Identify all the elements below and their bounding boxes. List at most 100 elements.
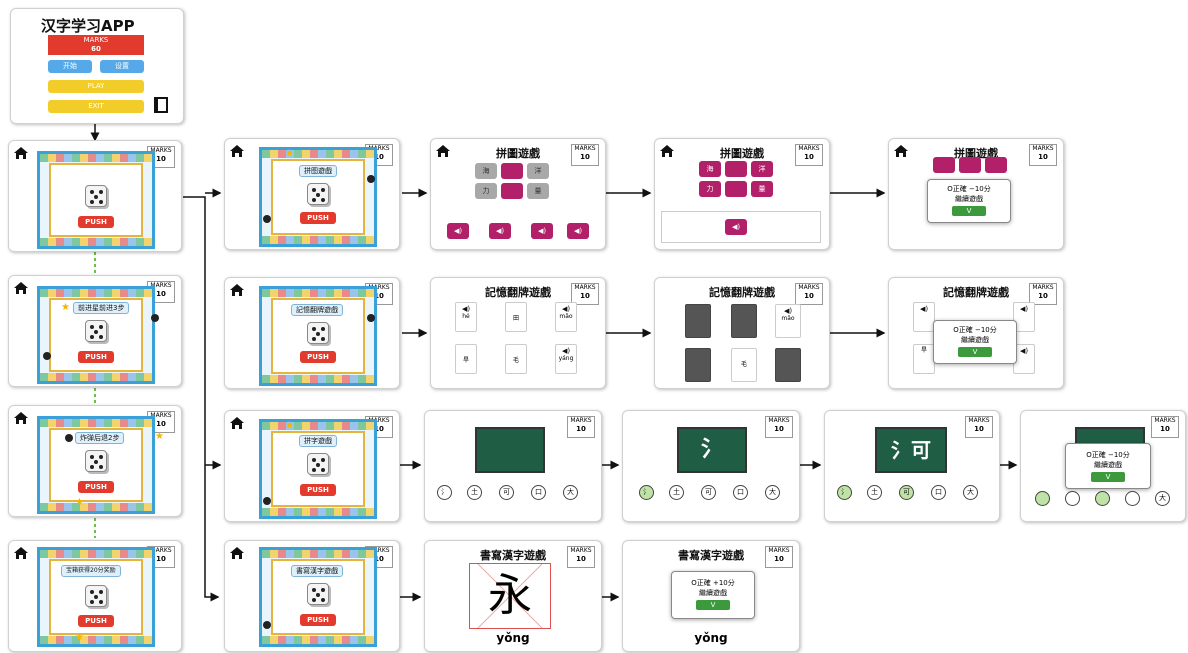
result-popup: O正確 −10分 繼續遊戲 V [927,179,1011,223]
push-button[interactable]: PUSH [78,615,114,627]
memory-card[interactable]: ◀)hé [455,302,477,332]
memory-card-facedown[interactable] [731,304,757,338]
option-button[interactable]: 口 [931,485,946,500]
speaker-piece[interactable]: ◀) [447,223,469,239]
home-icon[interactable] [230,417,244,429]
game-label: 記憶翻牌遊戲 [291,304,343,316]
dice-icon[interactable] [307,583,329,605]
puzzle-piece[interactable]: 量 [751,181,773,197]
dice-icon[interactable] [307,453,329,475]
dice-icon[interactable] [85,185,107,207]
memory-card-facedown[interactable] [685,348,711,382]
dice-icon[interactable] [307,183,329,205]
speaker-piece[interactable]: ◀) [567,223,589,239]
memory-card-facedown[interactable] [775,348,801,382]
push-button[interactable]: PUSH [300,212,336,224]
option-button[interactable]: 大 [563,485,578,500]
star-icon: ★ [61,303,70,313]
puzzle-screen-1: 拼圖遊戲 MARKS10 海 洋 力 量 ◀) ◀) ◀) ◀) [430,138,606,250]
confirm-button[interactable]: V [958,347,992,357]
option-button[interactable]: 可 [499,485,514,500]
confirm-button[interactable]: V [1091,472,1125,482]
push-button[interactable]: PUSH [300,484,336,496]
game-label: 書寫漢字遊戲 [291,565,343,577]
marks-label: MARKS [1032,284,1053,291]
exit-button[interactable]: EXIT [48,100,144,113]
play-button[interactable]: PLAY [48,80,144,93]
puzzle-piece[interactable]: 海 [475,163,497,179]
dice-icon[interactable] [85,450,107,472]
speaker-piece[interactable]: ◀) [489,223,511,239]
memory-card[interactable]: ◀)mǎo [555,302,577,332]
memory-card[interactable]: 旱 [455,344,477,374]
dice-icon[interactable] [85,585,107,607]
home-icon[interactable] [14,282,28,294]
review-button[interactable]: 设置 [100,60,144,73]
marks-value: 10 [572,153,598,161]
exit-door-icon[interactable] [154,97,168,113]
push-button[interactable]: PUSH [78,216,114,228]
puzzle-piece[interactable] [501,183,523,199]
learn-button[interactable]: 开始 [48,60,92,73]
puzzle-piece[interactable] [725,161,747,177]
home-icon[interactable] [230,145,244,157]
speaker-piece[interactable]: ◀) [725,219,747,235]
speaker-piece[interactable]: ◀) [531,223,553,239]
option-button[interactable]: 土 [669,485,684,500]
puzzle-piece[interactable]: 力 [699,181,721,197]
push-button[interactable]: PUSH [300,351,336,363]
home-icon[interactable] [14,147,28,159]
option-button[interactable]: 土 [467,485,482,500]
game-label: 拼图遊戲 [299,165,337,177]
marks-value: 60 [48,45,144,54]
puzzle-piece[interactable]: 洋 [527,163,549,179]
chalk-char-left: 氵 [891,438,911,462]
puzzle-piece[interactable] [501,163,523,179]
home-icon[interactable] [230,547,244,559]
memory-card[interactable]: ◀)mǎo [775,304,801,338]
dice-icon[interactable] [307,322,329,344]
home-icon[interactable] [14,547,28,559]
home-icon[interactable] [14,412,28,424]
push-button[interactable]: PUSH [78,351,114,363]
option-button[interactable]: 口 [733,485,748,500]
puzzle-piece[interactable] [725,181,747,197]
bomb-icon [151,314,159,322]
option-button[interactable]: 口 [531,485,546,500]
puzzle-piece[interactable]: 力 [475,183,497,199]
card-text: mǎo [781,315,794,322]
memory-card: 旱 [913,344,935,374]
puzzle-piece[interactable]: 量 [527,183,549,199]
option-button[interactable]: 氵 [837,485,852,500]
push-button[interactable]: PUSH [300,614,336,626]
home-icon[interactable] [230,284,244,296]
star-icon: ★ [285,421,294,431]
marks-value: 10 [796,153,822,161]
puzzle-piece[interactable]: 洋 [751,161,773,177]
option-button[interactable]: 土 [867,485,882,500]
option-button[interactable]: 可 [701,485,716,500]
option-button[interactable]: 氵 [639,485,654,500]
marks-box: MARKS10 [1151,416,1179,438]
star-icon: ★ [155,432,164,442]
memory-card[interactable]: 毛 [505,344,527,374]
puzzle-piece[interactable]: 海 [699,161,721,177]
push-button[interactable]: PUSH [78,481,114,493]
marks-label: MARKS [48,36,144,45]
board-screen-puzzle: MARKS10 ★ 拼图遊戲 PUSH [224,138,400,250]
confirm-button[interactable]: V [696,600,730,610]
memory-card-facedown[interactable] [685,304,711,338]
option-button[interactable]: 大 [963,485,978,500]
continue-text: 繼續遊戲 [672,588,754,598]
option-button[interactable]: 可 [899,485,914,500]
option-button [1095,491,1110,506]
dice-icon[interactable] [85,320,107,342]
writing-grid[interactable]: 永 [469,563,551,629]
option-button[interactable]: 氵 [437,485,452,500]
memory-card[interactable]: 毛 [731,348,757,382]
memory-card[interactable]: 田 [505,302,527,332]
memory-card[interactable]: ◀)yáng [555,344,577,374]
event-label: 前进星前进3步 [73,302,129,314]
option-button[interactable]: 大 [765,485,780,500]
confirm-button[interactable]: V [952,206,986,216]
